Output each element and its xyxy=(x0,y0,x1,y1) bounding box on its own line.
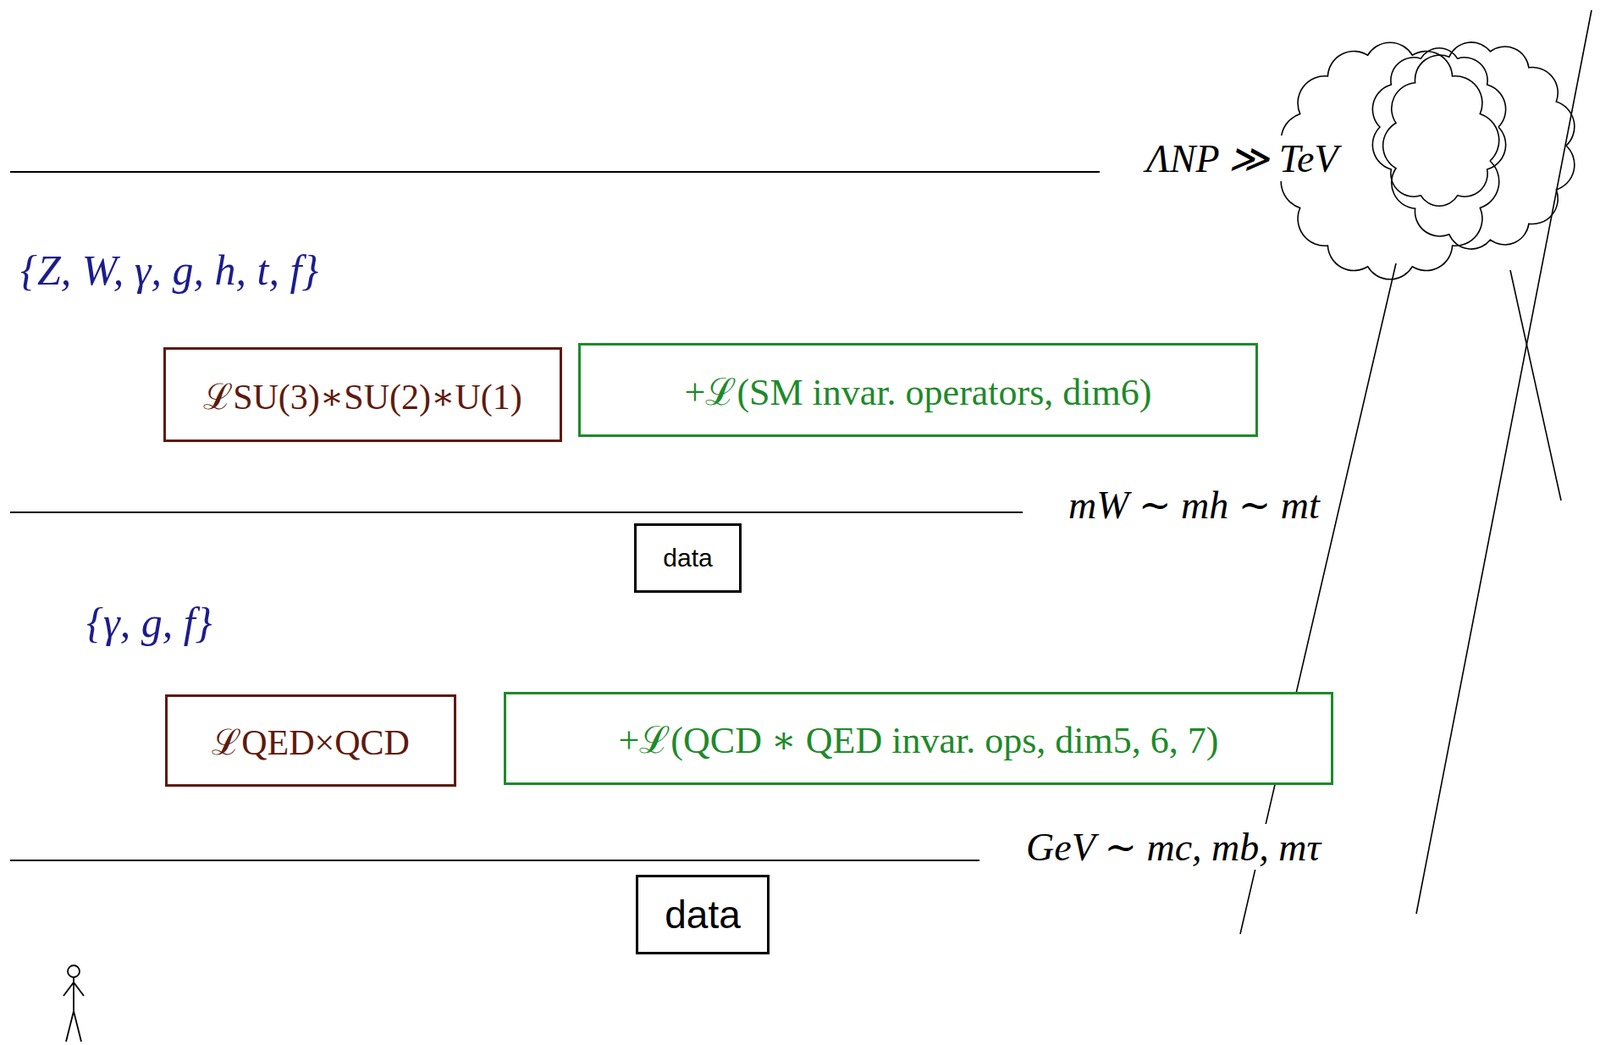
data-box: data xyxy=(635,874,770,955)
field-set: {γ, g, f} xyxy=(82,597,216,647)
cloud-outline xyxy=(1383,42,1575,249)
lagrangian-box: ℒQED×QCD xyxy=(165,694,457,787)
scale-line xyxy=(10,171,1100,173)
scale-flow-line xyxy=(1510,270,1562,501)
box-text: +ℒ(SM invar. operators, dim6) xyxy=(684,364,1153,416)
figure-arm xyxy=(63,982,74,996)
box-text: data xyxy=(664,891,741,938)
scale-label: ΛNP ≫ TeV xyxy=(1142,135,1342,182)
figure-leg xyxy=(66,1010,74,1042)
box-text: +ℒ(QCD ∗ QED invar. ops, dim5, 6, 7) xyxy=(618,712,1220,764)
data-box: data xyxy=(634,523,742,593)
lagrangian-box: ℒSU(3)∗SU(2)∗U(1) xyxy=(163,347,563,442)
scale-flow-line xyxy=(1416,10,1592,914)
scale-line xyxy=(10,859,980,861)
figure-head xyxy=(67,965,80,977)
operator-box: +ℒ(QCD ∗ QED invar. ops, dim5, 6, 7) xyxy=(503,691,1334,785)
box-text: ℒSU(3)∗SU(2)∗U(1) xyxy=(203,370,523,420)
operator-box: +ℒ(SM invar. operators, dim6) xyxy=(578,342,1258,437)
cloud-outline xyxy=(1372,48,1506,206)
figure-arm xyxy=(73,982,84,996)
stick-figure xyxy=(63,965,84,1042)
box-text: ℒQED×QCD xyxy=(211,716,410,765)
scale-line xyxy=(10,511,1023,514)
field-set: {Z, W, γ, g, h, t, f} xyxy=(16,245,322,295)
scale-label: mW ∼ mh ∼ mt xyxy=(1064,481,1324,528)
scale-label: GeV ∼ mc, mb, mτ xyxy=(1022,823,1325,870)
box-text: data xyxy=(662,543,712,573)
figure-leg xyxy=(73,1010,82,1042)
